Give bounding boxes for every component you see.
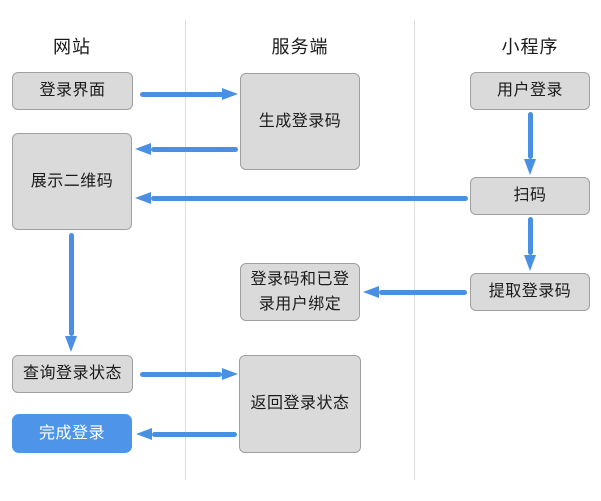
lane-divider-right <box>414 20 415 480</box>
arrow-shaft <box>152 431 237 437</box>
node-extract-login-code: 提取登录码 <box>470 273 590 311</box>
arrow-shaft <box>527 112 533 159</box>
arrow-head-right-icon <box>222 88 238 100</box>
arrow-head-down-icon <box>524 159 536 175</box>
node-user-login-label: 用户登录 <box>496 82 563 99</box>
arrow-head-left-icon <box>135 192 151 204</box>
node-bind-login-code-label: 登录码和已登录用户绑定 <box>250 271 350 313</box>
node-finish-login-label: 完成登录 <box>38 424 105 442</box>
node-query-login-status: 查询登录状态 <box>12 355 133 393</box>
lane-header-miniprogram: 小程序 <box>501 37 559 57</box>
node-show-qrcode: 展示二维码 <box>12 133 132 230</box>
lane-header-server: 服务端 <box>271 37 329 57</box>
node-extract-login-code-label: 提取登录码 <box>488 283 572 300</box>
arrow-head-down-icon <box>65 336 77 352</box>
node-login-page: 登录界面 <box>12 72 133 110</box>
arrow-shaft <box>140 371 222 377</box>
node-generate-login-code-label: 生成登录码 <box>258 112 342 130</box>
node-bind-login-code: 登录码和已登录用户绑定 <box>240 263 360 321</box>
arrow-shaft <box>151 146 238 152</box>
node-finish-login: 完成登录 <box>12 414 132 453</box>
node-return-login-status: 返回登录状态 <box>239 355 361 453</box>
arrow-shaft <box>151 195 468 201</box>
arrow-shaft <box>527 217 533 255</box>
node-query-login-status-label: 查询登录状态 <box>22 365 122 382</box>
arrow-head-down-icon <box>524 255 536 271</box>
node-login-page-label: 登录界面 <box>39 82 106 99</box>
node-scan-code: 扫码 <box>470 177 590 215</box>
node-show-qrcode-label: 展示二维码 <box>30 172 114 190</box>
arrow-head-left-icon <box>135 143 151 155</box>
arrow-shaft <box>379 289 467 295</box>
node-user-login: 用户登录 <box>470 72 590 110</box>
arrow-shaft <box>68 233 74 336</box>
arrow-head-left-icon <box>136 428 152 440</box>
node-scan-code-label: 扫码 <box>513 187 547 204</box>
arrow-head-left-icon <box>363 286 379 298</box>
node-generate-login-code: 生成登录码 <box>240 73 360 170</box>
arrow-shaft <box>140 91 224 97</box>
lane-header-website: 网站 <box>53 37 91 57</box>
node-return-login-status-label: 返回登录状态 <box>250 395 350 412</box>
arrow-head-right-icon <box>222 368 238 380</box>
lane-divider-left <box>185 20 186 480</box>
